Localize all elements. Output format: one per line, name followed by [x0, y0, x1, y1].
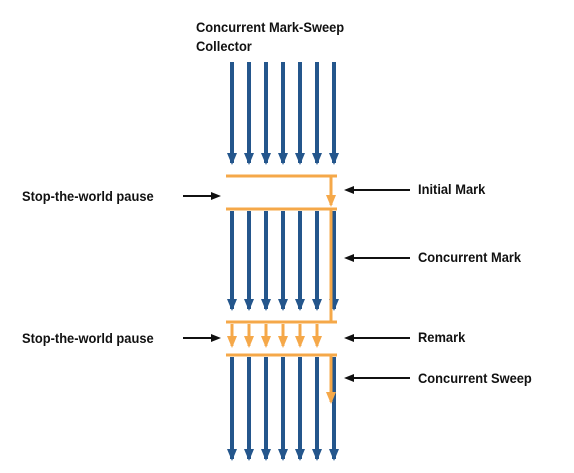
arrow-horizontal-icon [344, 254, 354, 262]
application-threads-top [227, 62, 339, 165]
title-line-1: Concurrent Mark-Sweep [196, 19, 345, 35]
concurrent-mark-label: Concurrent Mark [418, 249, 522, 265]
concurrent-sweep-label: Concurrent Sweep [418, 370, 532, 386]
application-threads-middle [227, 211, 339, 311]
arrow-horizontal-icon [211, 334, 221, 342]
arrow-horizontal-icon [211, 192, 221, 200]
arrow-horizontal-icon [344, 334, 354, 342]
title-line-2: Collector [196, 38, 252, 54]
pointer-arrows [183, 186, 410, 382]
initial-mark-label: Initial Mark [418, 181, 486, 197]
stop-the-world-label-1: Stop-the-world pause [22, 188, 154, 204]
arrow-horizontal-icon [344, 374, 354, 382]
stop-the-world-label-2: Stop-the-world pause [22, 330, 154, 346]
application-threads-bottom [227, 357, 339, 461]
remark-parallel-threads [227, 324, 322, 348]
arrow-horizontal-icon [344, 186, 354, 194]
remark-label: Remark [418, 329, 466, 345]
diagram-title: Concurrent Mark-Sweep Collector [196, 18, 344, 56]
